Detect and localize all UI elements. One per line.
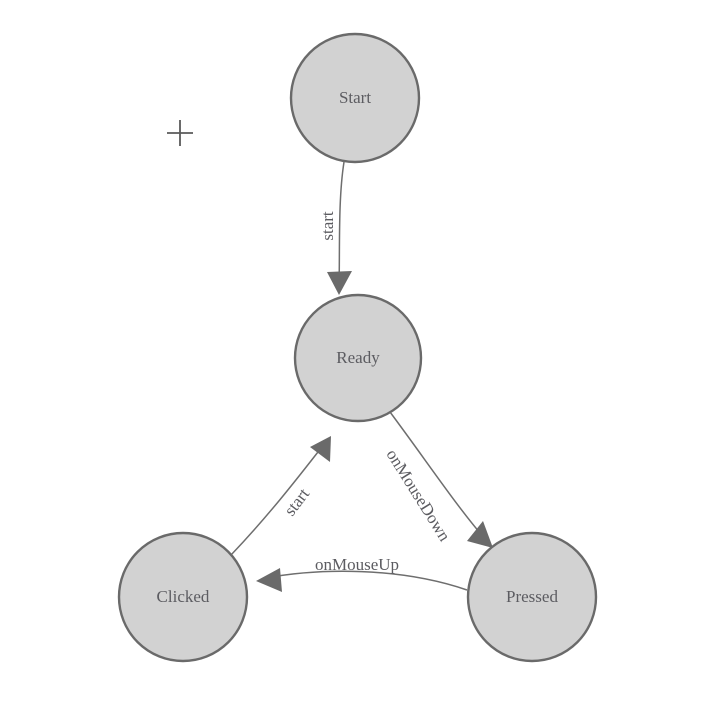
edge-clicked-to-ready[interactable]: start xyxy=(230,436,331,556)
node-label: Clicked xyxy=(157,587,210,606)
edge-arrowhead xyxy=(467,521,493,548)
node-shape[interactable] xyxy=(293,293,423,423)
edge-pressed-to-clicked[interactable]: onMouseUp xyxy=(256,555,468,592)
edge-label: onMouseUp xyxy=(315,555,399,574)
edge-arrowhead xyxy=(256,568,282,592)
node-clicked[interactable]: Clicked xyxy=(117,531,249,663)
edge-arrowhead xyxy=(327,271,352,295)
edge-line xyxy=(230,442,326,556)
edge-line xyxy=(265,570,468,591)
edge-start-to-ready[interactable]: start xyxy=(318,161,352,295)
node-label: Start xyxy=(339,88,371,107)
markers-layer xyxy=(167,120,193,146)
plus-marker[interactable] xyxy=(167,120,193,146)
edge-label: start xyxy=(318,211,337,241)
node-label: Pressed xyxy=(506,587,558,606)
edge-arrowhead xyxy=(310,436,331,462)
node-shape[interactable] xyxy=(117,531,249,663)
node-start[interactable]: Start xyxy=(289,32,421,164)
edge-ready-to-pressed[interactable]: onMouseDown xyxy=(383,411,493,548)
node-shape[interactable] xyxy=(466,531,598,663)
node-shape[interactable] xyxy=(289,32,421,164)
node-ready[interactable]: Ready xyxy=(293,293,423,423)
node-pressed[interactable]: Pressed xyxy=(466,531,598,663)
edge-line xyxy=(338,161,345,289)
edge-label: onMouseDown xyxy=(383,446,455,545)
node-label: Ready xyxy=(336,348,380,367)
edge-label: start xyxy=(280,484,313,519)
